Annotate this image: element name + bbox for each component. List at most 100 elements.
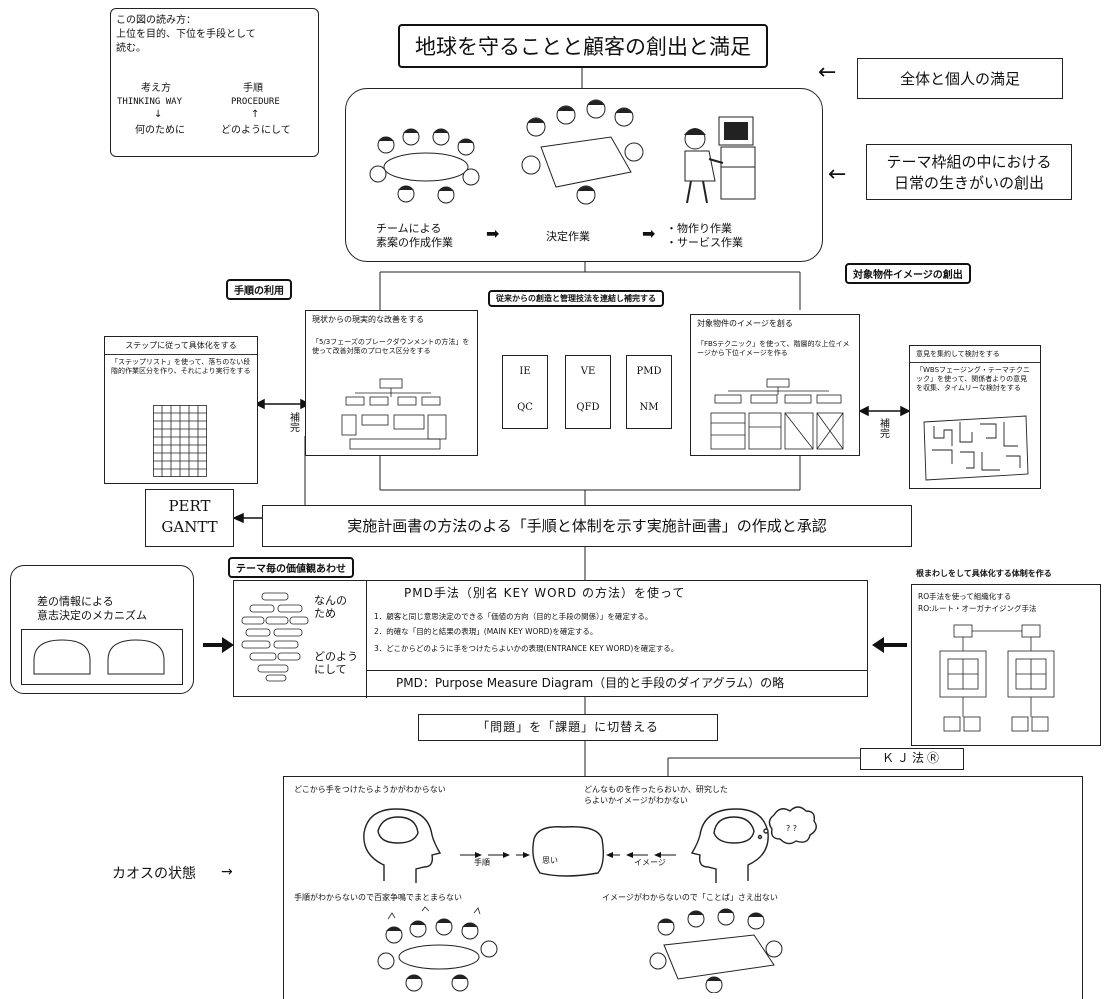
chaos-bottom-left: 手順がわからないので百家争鳴でまとまらない [294, 893, 462, 902]
chaos-side-label: カオスの状態 [112, 866, 196, 882]
method-pmd: PMD [636, 366, 662, 377]
info-mechanism-line1: 差の情報による [37, 595, 114, 608]
method-qfd: QFD [576, 402, 600, 413]
chaos-procedure-label: 手順 [474, 858, 490, 867]
method-ie: IE [519, 366, 531, 377]
pert-label: PERT [168, 497, 211, 515]
pmd-footer-divider [366, 670, 868, 671]
difference-shapes [33, 639, 165, 675]
goal-title-box: 地球を守ることと顧客の創出と満足 [398, 24, 768, 68]
satisfaction-text: 全体と個人の満足 [899, 70, 1020, 88]
complement-label-left: 補完 [287, 412, 299, 432]
object-image-box: 対象物件のイメージを創る 「FBSテクニック」を使って、階層的な上位イメージから… [690, 314, 860, 456]
info-mechanism-box: 差の情報による 意志決定のメカニズム [10, 565, 194, 694]
step-box-body: 「ステップリスト」を使って、落ちのない段階的作業区分を作り、それにより実行をする [111, 358, 251, 375]
opinion-box: 意見を集約して検討をする 「WBSフェージング・テーマテクニック」を使って、関係… [909, 345, 1041, 489]
method-ie-qc: IE QC [502, 355, 548, 429]
step-box-head: ステップに従って具体化をする [105, 337, 257, 355]
procedure-en: PROCEDURE [231, 97, 280, 107]
how-to-read-line1: 上位を目的、下位を手段として [116, 29, 256, 40]
chaos-bottom-right: イメージがわからないので「ことば」さえ出ない [602, 893, 778, 902]
step-list-grid [153, 405, 207, 477]
thinking-heads-illustration: ? ? [363, 806, 817, 883]
object-image-head: 対象物件のイメージを創る [697, 319, 793, 328]
method-ve-qfd: VE QFD [565, 355, 611, 429]
arrow-left-icon: ← [828, 162, 847, 187]
ro-box: 根まわしをして具体化する体制を作る RO手法を使って組織化する RO:ルート・オ… [911, 569, 1101, 746]
complement-label-right: 補完 [877, 418, 889, 438]
pmd-footer: PMD：Purpose Measure Diagram（目的と手段のダイアグラム… [396, 676, 785, 690]
how-to-read-line2: 読む。 [116, 43, 146, 54]
object-image-creation-label: 対象物件イメージの創出 [845, 263, 971, 284]
ro-org-chart [939, 624, 1055, 732]
ro-line-1: RO手法を使って組織化する [918, 592, 1012, 601]
pmd-divider [366, 581, 367, 698]
service-work: ・サービス作業 [666, 236, 743, 249]
thinking-way-en: THINKING WAY [117, 97, 183, 107]
kj-method-label: ＫＪ法Ⓡ [881, 751, 942, 765]
chaos-center-thought: 思い [542, 856, 558, 865]
chaos-question-left: どこから手をつけたらようかがわからない [294, 785, 446, 794]
satisfaction-box: 全体と個人の満足 [857, 58, 1063, 99]
gantt-label: GANTT [161, 518, 218, 536]
ro-box-head: 根まわしをして具体化する体制を作る [916, 569, 1052, 578]
how-to-read-box: この図の読み方： 上位を目的、下位を手段として 読む。 考え方 THINKING… [110, 8, 319, 157]
team-work-line1: チームによる [376, 222, 442, 235]
method-qc: QC [517, 402, 533, 413]
noisy-meeting-illustration [377, 906, 498, 992]
info-mechanism-line2: 意志決定のメカニズム [37, 609, 147, 622]
goal-title: 地球を守ることと顧客の創出と満足 [415, 35, 751, 59]
realistic-box-head: 現状からの現実的な改善をする [312, 315, 424, 324]
pert-gantt-box: PERT GANTT [145, 489, 234, 547]
chaos-question-right-line1: どんなものを作ったらおいか、研究した [584, 785, 728, 794]
ikigai-line2: 日常の生きがいの創出 [893, 174, 1044, 192]
why-label-line1: なんの [314, 594, 347, 607]
bridge-label: 従来からの創造と管理技法を連結し補完する [488, 290, 664, 307]
team-meeting-illustration [369, 128, 480, 204]
realistic-box-body: 「5/3フェーズのブレークダウンメントの方法」を使って改善対策のプロセス区分をす… [312, 338, 470, 355]
kj-method-box: ＫＪ法Ⓡ [860, 748, 964, 770]
implementation-plan-text: 実施計画書の方法のよる「手順と体制を示す実施計画書」の作成と承認 [347, 517, 827, 535]
arrow-down-icon: ↓ [154, 109, 163, 120]
ro-line-2: RO:ルート・オーガナイジング手法 [918, 604, 1037, 613]
object-image-body: 「FBSテクニック」を使って、階層的な上位イメージから下位イメージを作る [697, 340, 850, 357]
implementation-plan-bar: 実施計画書の方法のよる「手順と体制を示す実施計画書」の作成と承認 [262, 505, 912, 547]
how-label-line2: にして [314, 663, 347, 676]
procedure-use-label: 手順の利用 [226, 279, 292, 300]
work-process-box: チームによる 素案の作成作業 ➡ 決定作業 ➡ ・物作り作業 ・サービス作業 [345, 88, 823, 262]
arrow-right-icon: ➡ [486, 224, 500, 243]
chaos-side-arrow-icon: → [221, 864, 233, 880]
fbs-tree-chart [710, 378, 844, 450]
realistic-improvement-box: 現状からの現実的な改善をする 「5/3フェーズのブレークダウンメントの方法」を使… [305, 310, 478, 456]
pmd-item-1: 1．顧客と同じ意思決定のできる「価値の方向（目的と手段の関係）」を確定する。 [374, 612, 653, 621]
problem-to-task-text: 「問題」を「課題」に切替える [477, 720, 659, 734]
worker-illustration [684, 116, 756, 204]
method-pmd-nm: PMD NM [626, 355, 672, 429]
why-label-line2: ため [314, 607, 336, 620]
opinion-box-body: 「WBSフェージング・テーマテクニック」を使って、関係者よりの意見を収集、タイム… [916, 366, 1030, 392]
chaos-question-right-line2: らよいかイメージがわかない [584, 796, 688, 805]
procedure-question: どのようにして [221, 125, 291, 136]
procedure-jp: 手順 [243, 83, 263, 94]
step-box: ステップに従って具体化をする 「ステップリスト」を使って、落ちのない段階的作業区… [104, 336, 258, 484]
decision-work: 決定作業 [546, 230, 590, 243]
arrow-left-icon: ← [818, 60, 837, 85]
team-work-line2: 素案の作成作業 [376, 236, 453, 249]
ikigai-box: テーマ枠組の中における 日常の生きがいの創出 [866, 144, 1072, 200]
method-nm: NM [639, 402, 659, 413]
pmd-box: なんの ため どのよう にして PMD手法（別名 KEY WORD の方法）を使… [233, 580, 868, 698]
wbs-map-illustration [923, 415, 1029, 481]
how-label-line1: どのよう [314, 650, 358, 663]
pmd-diagram [241, 592, 309, 682]
thinking-way-question: 何のために [135, 125, 185, 136]
difference-diagram [21, 629, 183, 685]
value-match-label: テーマ毎の価値観あわせ [228, 557, 354, 578]
ikigai-line1: テーマ枠組の中における [886, 153, 1052, 171]
silent-meeting-illustration [649, 908, 783, 993]
chaos-image-label: イメージ [634, 858, 666, 867]
opinion-box-head: 意見を集約して検討をする [910, 346, 1040, 363]
method-ve: VE [580, 366, 596, 377]
svg-text:? ?: ? ? [786, 824, 797, 833]
pmd-item-2: 2．的確な「目的と結果の表現」(MAIN KEY WORD)を確定する。 [374, 627, 598, 636]
